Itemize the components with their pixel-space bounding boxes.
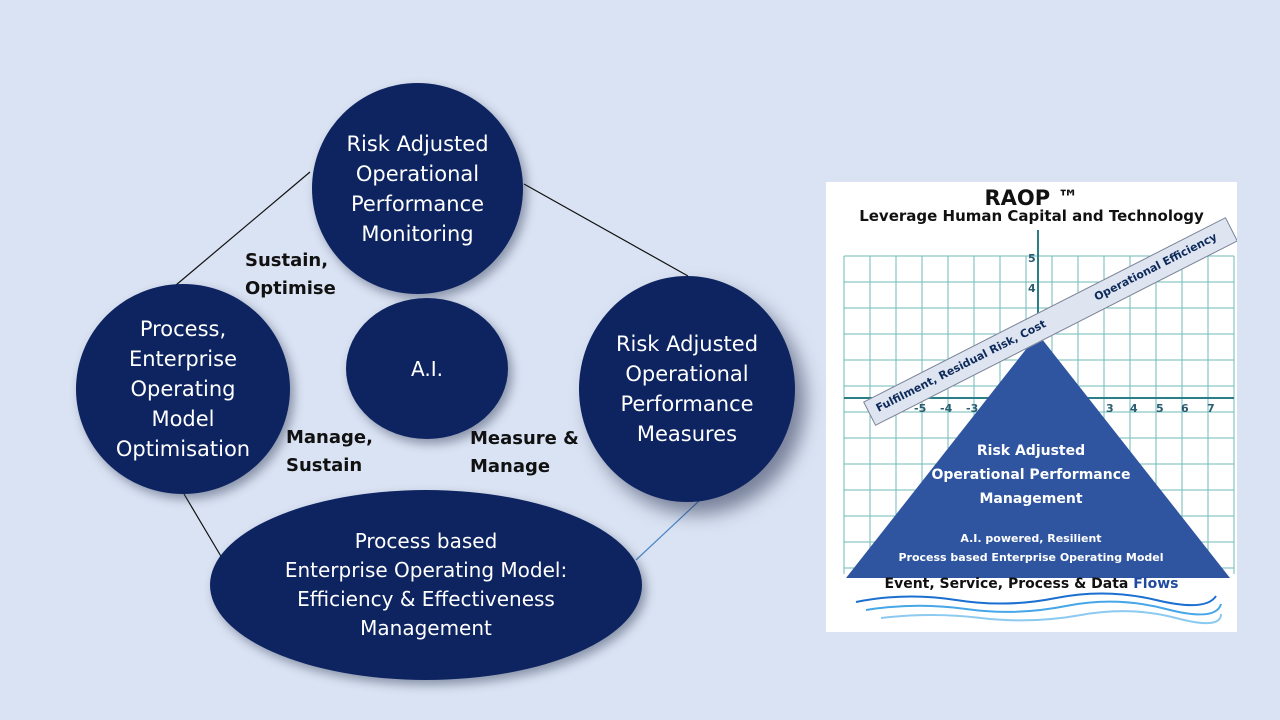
raop-panel: 5 4 -6 -5 -4 -3 3 4 5 6 7 RAOP ™ Leverag… xyxy=(826,182,1237,632)
y-tick-5: 5 xyxy=(1028,252,1036,265)
x-tick-5: 5 xyxy=(1156,402,1164,415)
edge-label-sustain-optimise: Sustain, Optimise xyxy=(245,250,336,299)
node-optimisation-label: Process, Enterprise Operating Model Opti… xyxy=(115,317,251,461)
node-ai: A.I. xyxy=(346,298,508,439)
x-tick-3: 3 xyxy=(1106,402,1114,415)
pyramid-title: Risk Adjusted Operational Performance Ma… xyxy=(931,443,1131,507)
x-tick-4: 4 xyxy=(1130,402,1138,415)
performance-pyramid xyxy=(846,334,1230,578)
connector-measures-process xyxy=(635,499,701,561)
raop-subtitle: Leverage Human Capital and Technology xyxy=(859,207,1204,225)
node-ai-label: A.I. xyxy=(411,356,443,381)
flows-caption-prefix: Event, Service, Process & Data xyxy=(884,576,1129,592)
x-tick-7: 7 xyxy=(1207,402,1215,415)
node-process-label: Process based Enterprise Operating Model… xyxy=(284,529,568,640)
node-risk-adjusted-measures: Risk Adjusted Operational Performance Me… xyxy=(579,276,795,502)
x-tick-neg5: -5 xyxy=(914,402,926,415)
node-enterprise-model-optimisation: Process, Enterprise Operating Model Opti… xyxy=(76,284,290,494)
node-measures-label: Risk Adjusted Operational Performance Me… xyxy=(615,332,759,446)
flows-caption: Event, Service, Process & Data Flows xyxy=(826,576,1237,592)
y-tick-4: 4 xyxy=(1028,282,1036,295)
raop-graphic: 5 4 -6 -5 -4 -3 3 4 5 6 7 xyxy=(843,230,1235,625)
node-monitoring-label: Risk Adjusted Operational Performance Mo… xyxy=(346,131,489,246)
connector-monitoring-optimisation xyxy=(175,171,311,286)
flow-waves-icon xyxy=(855,592,1222,625)
x-tick-neg3: -3 xyxy=(966,402,978,415)
pyramid-subtitle: A.I. powered, Resilient Process based En… xyxy=(898,532,1164,564)
raop-title: RAOP ™ xyxy=(984,186,1079,210)
flows-caption-accent: Flows xyxy=(1133,576,1179,592)
connector-optimisation-process xyxy=(183,493,223,559)
node-risk-adjusted-monitoring: Risk Adjusted Operational Performance Mo… xyxy=(312,83,523,294)
connector-monitoring-measures xyxy=(523,183,689,277)
x-tick-6: 6 xyxy=(1181,402,1189,415)
x-tick-neg4: -4 xyxy=(940,402,953,415)
edge-label-manage-sustain: Manage, Sustain xyxy=(286,427,373,476)
edge-label-measure-manage: Measure & Manage xyxy=(470,428,579,477)
node-process-based-model: Process based Enterprise Operating Model… xyxy=(210,490,642,680)
